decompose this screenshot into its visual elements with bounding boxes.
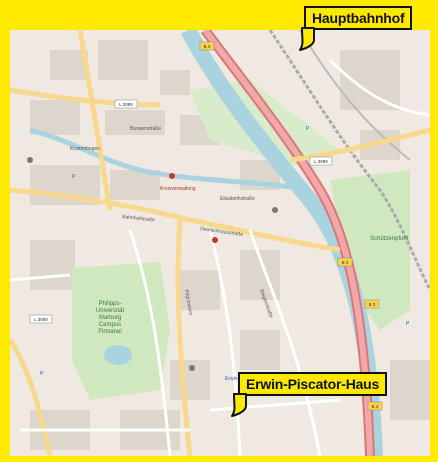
- road-label-b3-c: B 3: [369, 302, 376, 307]
- road-label-b3-a: B 3: [204, 44, 211, 49]
- hauptbahnhof-pin-icon: [299, 27, 315, 51]
- map-view[interactable]: L 3089 L 3089 L 3089 B 3 B 3 B 3 B 3 Bah…: [10, 30, 430, 456]
- railway: [268, 30, 430, 291]
- road-label-b3-d: B 3: [372, 404, 379, 409]
- road-label-l3089-b: L 3089: [314, 159, 328, 164]
- university-label-line-4: Campus: [99, 322, 121, 328]
- hauptbahnhof-callout-label: Hauptbahnhof: [312, 10, 405, 26]
- street-label-krummbogen: Krummbogen: [70, 146, 100, 152]
- hauptbahnhof-callout[interactable]: Hauptbahnhof: [304, 6, 413, 30]
- park-campus: [72, 262, 170, 400]
- street-label-pilgrimstein: Pilgrimstein: [183, 289, 193, 316]
- church-icon: [272, 207, 278, 213]
- street-label-bunsenstrasse: Bunsenstraße: [130, 126, 161, 132]
- mill-canal: [29, 127, 301, 191]
- parking-icon: P: [406, 321, 410, 327]
- street-label-bahnhofstrasse: Bahnhofstraße: [122, 214, 155, 223]
- primary-roads: [10, 30, 430, 456]
- parking-icon: P: [72, 174, 76, 180]
- erwin-piscator-callout-label: Erwin-Piscator-Haus: [246, 376, 380, 392]
- park-label: Schützenpfuhl: [370, 236, 408, 242]
- minor-roads: [10, 58, 430, 456]
- erwin-piscator-pin-icon: [231, 393, 247, 417]
- poi-red-icon: [212, 237, 218, 243]
- university-label: Philipps- Universität Marburg Campus Fir…: [96, 301, 125, 335]
- railway-2: [299, 30, 411, 161]
- church-icon: [189, 365, 195, 371]
- parking-icon: P: [40, 371, 44, 377]
- poi-label-kreisverwaltung: Kreisverwaltung: [160, 186, 196, 192]
- road-label-l3089-c: L 3089: [34, 317, 48, 322]
- university-label-line-1: Philipps-: [98, 301, 121, 307]
- road-label-l3089-a: L 3089: [119, 102, 133, 107]
- street-label-elisabethstrasse: Elisabethstraße: [220, 196, 255, 202]
- poi-red-icon: [169, 173, 175, 179]
- university-label-line-3: Marburg: [99, 315, 121, 321]
- university-label-line-2: Universität: [96, 308, 125, 314]
- pond: [104, 345, 132, 365]
- road-label-b3-b: B 3: [342, 260, 349, 265]
- church-icon: [27, 157, 33, 163]
- road-shields: L 3089 L 3089 L 3089 B 3 B 3 B 3 B 3: [29, 41, 383, 411]
- university-label-line-5: Firmanei: [98, 329, 121, 335]
- building-blocks: [30, 40, 430, 450]
- parking-icon: P: [306, 126, 310, 132]
- erwin-piscator-callout[interactable]: Erwin-Piscator-Haus: [238, 372, 388, 396]
- poi-icons: P P P P: [27, 126, 410, 377]
